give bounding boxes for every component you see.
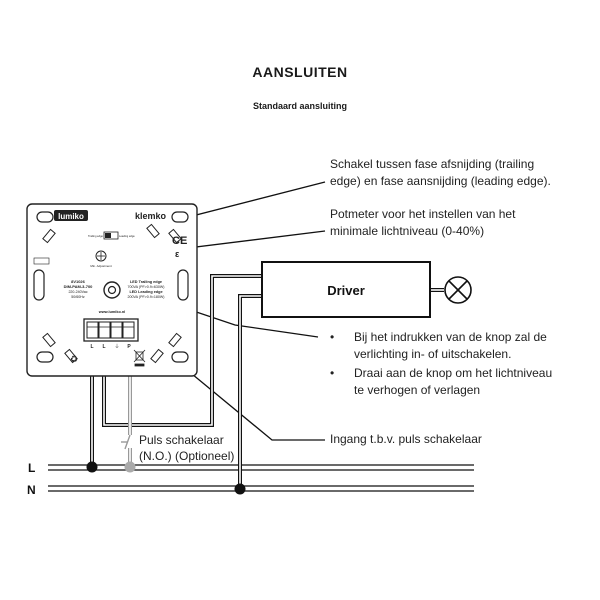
model-code: 8V1026 [71,279,86,284]
callout-switch-input-text: Ingang t.b.v. puls schakelaar [330,432,482,446]
terminal-label-l2: L [102,344,105,350]
callout-trailing-edge: Schakel tussen fase afsnijding (trailing… [330,156,551,190]
dimmer-module: lumiko klemko CE ε Trailing edge Leading… [26,203,198,377]
callout-knob-bullet1-line-2: verlichting in- of uitschakelen. [354,347,512,361]
callout-knob-bullet1-line-1: Bij het indrukken van de knop zal de [354,330,547,344]
spec-trailing: 700VA (PF>0.9=630W) [128,285,165,289]
callout-trailing-edge-line-2: edge) en fase aansnijding (leading edge)… [330,174,551,188]
bullet-dot-2: • [330,366,335,380]
mounting-slots [33,211,189,363]
model-voltage: 220-240Vac [68,290,87,294]
terminal-label-earth: ⏚ [114,343,119,350]
junction-p-dot [124,461,136,473]
model-frequency: 50/60Hz [71,295,85,299]
recycle-icon: ♻ [70,354,78,364]
line-label-n: N [27,483,36,497]
page-subtitle: Standaard aansluiting [252,101,348,111]
brand-logo-lumiko-box [54,210,88,221]
min-adjustment-label: Min. Adjustment [90,264,112,268]
switch-label-trailing: Trailing edge [88,234,103,238]
ce-mark: CE [172,235,187,247]
class-mark-icon: ε [175,249,180,259]
junction-n-dot [234,483,246,495]
puls-switch-label-1: Puls schakelaar [139,433,224,447]
terminal-p[interactable] [122,321,135,339]
brand-logo-lumiko: lumiko [58,212,84,221]
driver-box: Driver [261,261,431,318]
terminal-l1[interactable] [86,321,99,339]
spec-trailing-title: LED Trailing edge [130,280,162,284]
callout-knob-bullet2-line-1: Draai aan de knop om het lichtniveau [354,366,553,380]
website: www.lumiko.nl [98,310,125,314]
diagonal-tabs [42,223,182,364]
switch-label-leading: Leading edge [119,234,135,238]
lumiko-tag [33,257,50,265]
model-name: DIM-PAM-3-700 [64,284,94,289]
brand-logo-klemko: klemko [135,211,167,221]
callout-knob: • Bij het indrukken van de knop zal de v… [330,329,552,399]
junction-l-dot [86,461,98,473]
callout-knob-bullet2-line-2: te verhogen of verlagen [354,383,481,397]
spec-leading: 200VA (PF>0.9=180W) [128,295,165,299]
callout-trailing-edge-line-1: Schakel tussen fase afsnijding (trailing [330,157,535,171]
terminal-label-l1: L [90,344,93,350]
terminal-label-p: P [127,344,131,350]
callout-potmeter-line-1: Potmeter voor het instellen van het [330,207,516,221]
terminal-block [83,318,139,342]
bullet-dot-1: • [330,330,335,344]
lamp-icon [444,276,472,304]
driver-label: Driver [327,283,365,298]
callout-switch-input: Ingang t.b.v. puls schakelaar [330,431,482,448]
page-title: AANSLUITEN [252,64,348,80]
puls-switch-label-2: (N.O.) (Optioneel) [139,449,234,463]
callout-potmeter-line-2: minimale lichtniveau (0-40%) [330,224,485,238]
terminal-l2[interactable] [98,321,111,339]
push-switch-symbol [121,434,131,450]
terminal-earth[interactable] [110,321,123,339]
line-label-l: L [28,461,35,475]
spec-leading-title: LED Leading edge [129,290,162,294]
callout-potmeter: Potmeter voor het instellen van het mini… [330,206,515,240]
weee-bin-icon [133,349,146,367]
